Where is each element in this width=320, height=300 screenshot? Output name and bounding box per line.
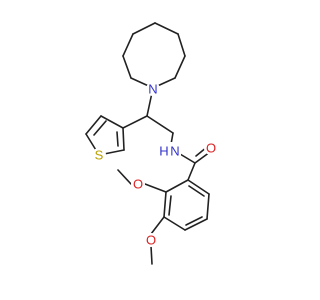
molecule-canvas: N S H N O O O: [85, 22, 218, 265]
azepane-ring: [122, 22, 186, 89]
atom-label-S: S: [92, 148, 106, 163]
atom-S-thiophene: S: [95, 148, 104, 163]
atom-label-O-carbonyl: O: [204, 141, 218, 156]
atom-label-NH: H N: [159, 142, 181, 159]
structure-diagram: N S H N O O O: [85, 22, 218, 265]
atom-O-methoxy-2: O: [146, 233, 156, 248]
atom-label-N-amine: N: [146, 82, 160, 97]
benzene-ring: [163, 179, 210, 231]
atom-O-methoxy-1: O: [133, 177, 143, 192]
thiophene-ring: [85, 115, 148, 156]
atom-N-amide: N: [170, 144, 179, 159]
atom-H-amide: H: [159, 144, 168, 159]
ethyl-linker: [146, 87, 174, 151]
atom-O-carbonyl: O: [206, 141, 216, 156]
atom-label-O-methoxy-1: O: [131, 177, 145, 192]
atom-N-amine: N: [148, 82, 157, 97]
atom-label-O-methoxy-2: O: [144, 233, 158, 248]
methoxy-groups: [117, 169, 167, 265]
